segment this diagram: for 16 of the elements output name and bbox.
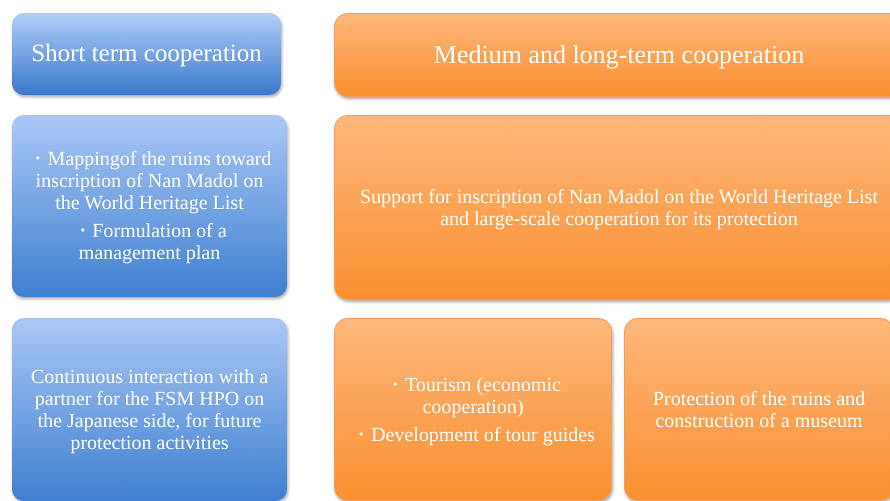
heading-box bbox=[12, 13, 281, 95]
box-text: Medium and long-term cooperation bbox=[434, 40, 804, 70]
heading-box bbox=[334, 13, 890, 97]
text-box bbox=[624, 318, 890, 501]
text-box bbox=[334, 318, 612, 501]
box-text: Protection of the ruins and construction of a museum bbox=[652, 388, 866, 432]
box-text: Short term cooperation bbox=[31, 40, 262, 68]
box-text: Continuous interaction with a partner for the FSM HPO on the Japanese side, for future protection activities bbox=[30, 366, 270, 454]
box-text: ・Mappingof the ruins toward inscription of Nan Madol on the World Heritage List bbox=[26, 148, 272, 214]
text-box bbox=[334, 115, 890, 300]
box-text: ・Development of tour guides bbox=[351, 424, 595, 446]
box-text: ・Formulation of a management plan bbox=[71, 220, 228, 264]
box-text: ・Tourism (economic cooperation) bbox=[384, 374, 562, 418]
box-text: Support for inscription of Nan Madol on the World Heritage List and large-scale cooperation for its protection bbox=[359, 186, 879, 230]
text-box bbox=[12, 318, 287, 501]
text-box bbox=[12, 115, 287, 297]
